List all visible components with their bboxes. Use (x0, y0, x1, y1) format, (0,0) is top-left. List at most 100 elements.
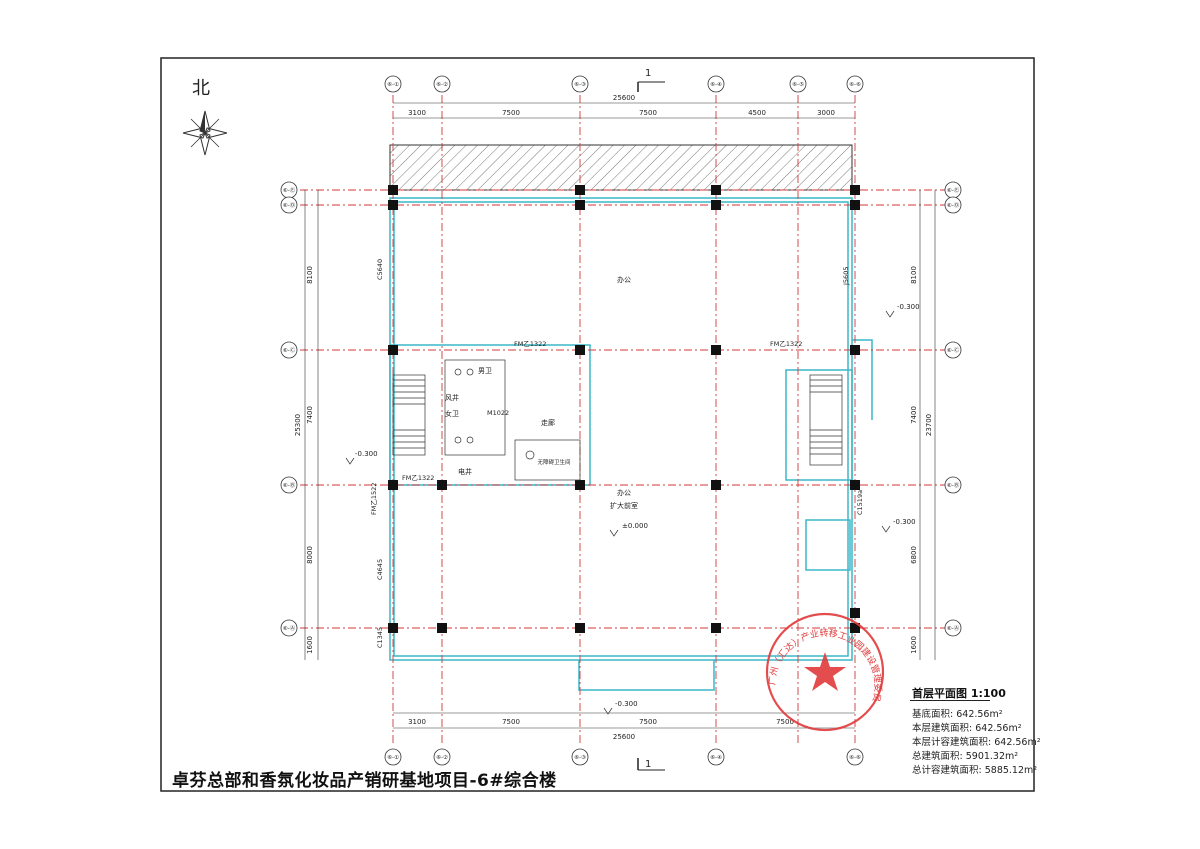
dim-text: 8100 (910, 266, 918, 284)
area-label: 基底面积: (912, 709, 954, 720)
axis-label: ⑥-Ⓒ (947, 346, 960, 354)
axis-label: ⑥-Ⓔ (947, 186, 960, 194)
level-mark: ±0.000 (622, 522, 648, 530)
window-label: C1345 (376, 627, 384, 648)
dim-text: 3100 (408, 109, 426, 117)
room-label-female-wc: 女卫 (445, 409, 459, 418)
level-mark: -0.300 (897, 303, 920, 311)
dim-text: 8100 (306, 266, 314, 284)
svg-text:1: 1 (645, 759, 651, 770)
axis-bubbles-right (944, 181, 962, 637)
axis-label: ⑥-Ⓑ (283, 481, 296, 489)
dim-text: 3000 (817, 109, 835, 117)
dim-text: 7500 (502, 109, 520, 117)
area-row: 本层建筑面积: 642.56m² (912, 722, 1041, 736)
plan-title-underline (910, 700, 990, 701)
axis-label: ⑥-Ⓐ (947, 624, 960, 632)
axis-bubbles-left (280, 181, 298, 637)
area-row: 总计容建筑面积: 5885.12m² (912, 764, 1041, 778)
stair-left (392, 374, 426, 456)
level-mark: -0.300 (615, 700, 638, 708)
axis-label: ⑥-① (387, 82, 399, 88)
level-mark: -0.300 (893, 518, 916, 526)
section-mark-top: 1 (637, 68, 665, 92)
stair-right (809, 374, 843, 466)
axis-label: ⑥-Ⓔ (283, 186, 296, 194)
room-label-male-wc: 男卫 (478, 367, 492, 375)
area-value: 642.56m² (994, 737, 1041, 748)
section-mark-bottom: 1 (637, 758, 665, 771)
svg-text:1: 1 (645, 68, 651, 79)
window-label: C1519a (856, 490, 864, 515)
window-label: J5605 (842, 267, 850, 286)
window-label: C4645 (376, 559, 384, 580)
dim-text: 7400 (306, 406, 314, 424)
official-stamp (765, 612, 885, 732)
north-arrow-icon (182, 110, 228, 156)
axis-label: ⑥-Ⓓ (283, 201, 296, 209)
dimension-lines (304, 102, 936, 729)
plan-title: 首层平面图 1:100 (912, 687, 1006, 700)
area-value: 5885.12m² (984, 765, 1038, 776)
room-label-office-south: 办公 (617, 488, 631, 497)
area-value: 642.56m² (975, 723, 1022, 734)
axis-label: ⑥-⑥ (849, 82, 861, 88)
dim-text: 3100 (408, 718, 426, 726)
axis-label: ⑥-② (436, 81, 448, 88)
door-label: M1022 (487, 409, 509, 417)
dim-text: 6800 (910, 546, 918, 564)
axis-label: ⑥-Ⓑ (947, 481, 960, 489)
room-label-corridor: 走廊 (541, 418, 555, 427)
axis-label: ⑥-① (387, 755, 399, 761)
axis-label: ⑥-Ⓒ (283, 346, 296, 354)
room-label-air-shaft: 风井 (445, 393, 459, 402)
dim-text: 7500 (502, 718, 520, 726)
area-row: 基底面积: 642.56m² (912, 708, 1041, 722)
sheet-frame (160, 57, 1035, 792)
dim-text: 23700 (925, 414, 933, 436)
axis-bubbles-bottom (384, 748, 864, 766)
dim-text: 8000 (306, 546, 314, 564)
dim-text: 25600 (613, 733, 635, 741)
room-label-accessible-wc: 无障碍卫生间 (537, 458, 570, 466)
room-label-office-north: 办公 (617, 275, 631, 284)
axis-label: ⑥-③ (574, 755, 586, 761)
room-label-front-room: 扩大前室 (610, 501, 638, 510)
axis-label: ⑥-③ (574, 82, 586, 88)
project-title: 卓芬总部和香氛化妆品产销研基地项目-6#综合楼 (172, 771, 557, 791)
axis-label: ⑥-⑤ (792, 82, 804, 88)
structural-columns (388, 185, 860, 633)
level-mark: -0.300 (355, 450, 378, 458)
area-value: 642.56m² (956, 709, 1003, 720)
dim-text: 25600 (613, 94, 635, 102)
axis-label: ⑥-⑥ (849, 755, 861, 761)
door-label: FM乙1322 (402, 474, 434, 482)
dim-text: 1600 (910, 636, 918, 654)
area-row: 本层计容建筑面积: 642.56m² (912, 736, 1041, 750)
axis-label: ⑥-Ⓐ (283, 624, 296, 632)
north-label: 北 (192, 78, 210, 99)
dim-text: 7500 (639, 718, 657, 726)
door-label: FM乙1322 (514, 340, 546, 348)
building-outline (389, 197, 873, 691)
dim-text: 25300 (294, 414, 302, 436)
room-label-elec-shaft: 电井 (458, 467, 472, 476)
area-label: 本层计容建筑面积: (912, 737, 992, 748)
dim-text: 7400 (910, 406, 918, 424)
area-value: 5901.32m² (965, 751, 1019, 762)
axis-bubbles-top (384, 75, 864, 93)
dim-text: 7500 (776, 718, 794, 726)
area-label: 总计容建筑面积: (912, 765, 982, 776)
window-label: C5640 (376, 259, 384, 280)
area-row: 总建筑面积: 5901.32m² (912, 750, 1041, 764)
area-table: 基底面积: 642.56m² 本层建筑面积: 642.56m² 本层计容建筑面积… (912, 708, 1041, 778)
door-label: FM乙1522 (370, 483, 378, 515)
axis-label: ⑥-④ (710, 82, 722, 88)
dim-text: 1600 (306, 636, 314, 654)
canopy-hatch (389, 144, 853, 191)
dim-text: 7500 (639, 109, 657, 117)
toilet-block (444, 359, 581, 481)
axis-label: ⑥-② (436, 754, 448, 761)
area-label: 总建筑面积: (912, 751, 963, 762)
